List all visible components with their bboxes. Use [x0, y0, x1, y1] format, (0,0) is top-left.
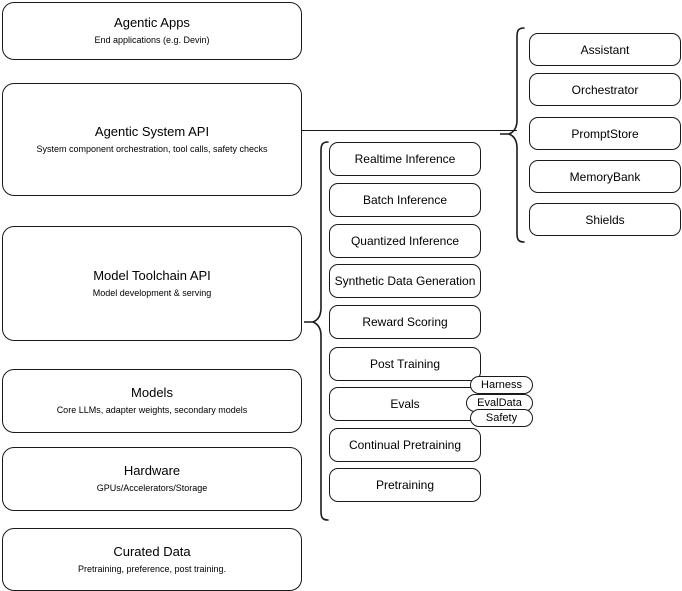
component-box-pretraining[interactable]: Pretraining [329, 468, 481, 502]
layer-title: Agentic Apps [114, 15, 190, 30]
system-label: MemoryBank [569, 169, 641, 184]
component-label: Realtime Inference [354, 152, 456, 166]
component-label: Reward Scoring [362, 315, 448, 329]
component-box-evals[interactable]: Evals [329, 387, 481, 421]
system-label: Orchestrator [571, 82, 639, 97]
system-label: Shields [585, 212, 625, 227]
layer-title: Model Toolchain API [93, 267, 211, 283]
layer-subtitle: Model development & serving [92, 287, 212, 298]
system-label: Assistant [580, 42, 630, 57]
connector-line-agentic-system-api [302, 130, 517, 131]
layer-title: Hardware [123, 463, 181, 478]
layer-box-model-toolchain-api[interactable]: Model Toolchain API Model development & … [2, 226, 302, 341]
layer-title: Agentic System API [94, 123, 210, 139]
layer-subtitle: Core LLMs, adapter weights, secondary mo… [56, 405, 248, 415]
system-box-orchestrator[interactable]: Orchestrator [529, 73, 681, 106]
layer-subtitle: GPUs/Accelerators/Storage [96, 483, 208, 493]
component-label: Continual Pretraining [348, 438, 462, 452]
brace-agentic-system-components [500, 26, 526, 244]
brace-model-toolchain-components [304, 140, 330, 522]
component-box-reward-scoring[interactable]: Reward Scoring [329, 305, 481, 339]
eval-pill-harness[interactable]: Harness [470, 376, 533, 394]
component-box-quantized-inference[interactable]: Quantized Inference [329, 224, 481, 258]
component-label: Evals [390, 397, 420, 411]
layer-title: Models [131, 385, 173, 400]
component-box-realtime-inference[interactable]: Realtime Inference [329, 142, 481, 176]
system-box-assistant[interactable]: Assistant [529, 33, 681, 66]
layer-subtitle: Pretraining, preference, post training. [77, 563, 227, 574]
component-box-continual-pretraining[interactable]: Continual Pretraining [329, 428, 481, 462]
component-label: Quantized Inference [350, 234, 460, 248]
eval-pill-safety[interactable]: Safety [470, 409, 533, 427]
component-box-synthetic-data-generation[interactable]: Synthetic Data Generation [329, 264, 481, 298]
layer-title: Curated Data [113, 543, 191, 559]
component-box-post-training[interactable]: Post Training [329, 347, 481, 381]
system-box-promptstore[interactable]: PromptStore [529, 117, 681, 150]
component-label: Post Training [369, 357, 441, 371]
layer-box-agentic-apps[interactable]: Agentic Apps End applications (e.g. Devi… [2, 2, 302, 60]
layer-box-hardware[interactable]: Hardware GPUs/Accelerators/Storage [2, 447, 302, 511]
system-label: PromptStore [571, 126, 639, 141]
component-label: Synthetic Data Generation [334, 274, 476, 288]
layer-box-curated-data[interactable]: Curated Data Pretraining, preference, po… [2, 528, 302, 591]
layer-box-models[interactable]: Models Core LLMs, adapter weights, secon… [2, 369, 302, 433]
component-label: Batch Inference [362, 193, 448, 207]
component-box-batch-inference[interactable]: Batch Inference [329, 183, 481, 217]
layer-box-agentic-system-api[interactable]: Agentic System API System component orch… [2, 83, 302, 196]
system-box-memorybank[interactable]: MemoryBank [529, 160, 681, 193]
component-label: Pretraining [375, 478, 435, 492]
system-box-shields[interactable]: Shields [529, 203, 681, 236]
layer-subtitle: System component orchestration, tool cal… [36, 143, 268, 154]
layer-subtitle: End applications (e.g. Devin) [94, 35, 210, 45]
